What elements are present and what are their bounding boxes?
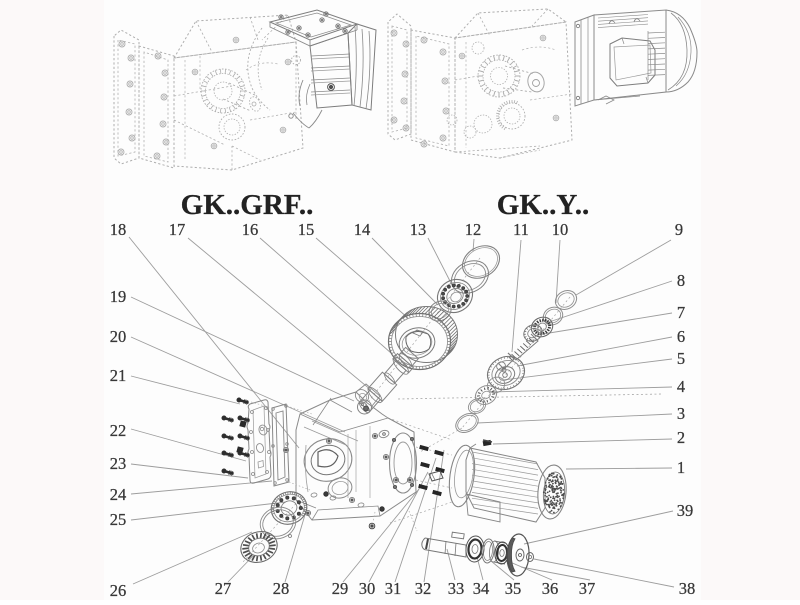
svg-text:15: 15 (298, 220, 315, 239)
svg-text:29: 29 (332, 579, 349, 598)
svg-text:9: 9 (675, 220, 683, 239)
svg-text:1: 1 (677, 458, 685, 477)
svg-text:38: 38 (679, 579, 696, 598)
svg-text:21: 21 (110, 366, 127, 385)
svg-text:14: 14 (354, 220, 371, 239)
svg-text:35: 35 (505, 579, 522, 598)
svg-text:36: 36 (542, 579, 559, 598)
svg-text:23: 23 (110, 454, 127, 473)
svg-text:33: 33 (448, 579, 465, 598)
svg-text:6: 6 (677, 327, 685, 346)
svg-text:4: 4 (677, 377, 685, 396)
svg-text:31: 31 (385, 579, 402, 598)
svg-text:12: 12 (465, 220, 482, 239)
svg-text:25: 25 (110, 510, 127, 529)
svg-text:GK..GRF..: GK..GRF.. (181, 189, 314, 221)
svg-text:17: 17 (169, 220, 186, 239)
svg-text:18: 18 (110, 220, 127, 239)
svg-text:8: 8 (677, 271, 685, 290)
svg-text:20: 20 (110, 327, 127, 346)
svg-text:16: 16 (242, 220, 259, 239)
svg-text:2: 2 (677, 428, 685, 447)
svg-text:11: 11 (513, 220, 529, 239)
svg-text:24: 24 (110, 485, 127, 504)
svg-text:30: 30 (359, 579, 376, 598)
svg-text:3: 3 (677, 404, 685, 423)
svg-text:22: 22 (110, 421, 127, 440)
svg-text:7: 7 (677, 303, 685, 322)
svg-text:39: 39 (677, 501, 694, 520)
svg-text:5: 5 (677, 349, 685, 368)
svg-text:28: 28 (273, 579, 290, 598)
svg-text:GK..Y..: GK..Y.. (497, 189, 589, 221)
svg-text:32: 32 (415, 579, 432, 598)
svg-text:34: 34 (473, 579, 490, 598)
svg-text:13: 13 (410, 220, 427, 239)
svg-text:27: 27 (215, 579, 232, 598)
svg-text:10: 10 (552, 220, 569, 239)
svg-text:19: 19 (110, 287, 127, 306)
svg-text:26: 26 (110, 581, 127, 600)
svg-text:37: 37 (579, 579, 596, 598)
